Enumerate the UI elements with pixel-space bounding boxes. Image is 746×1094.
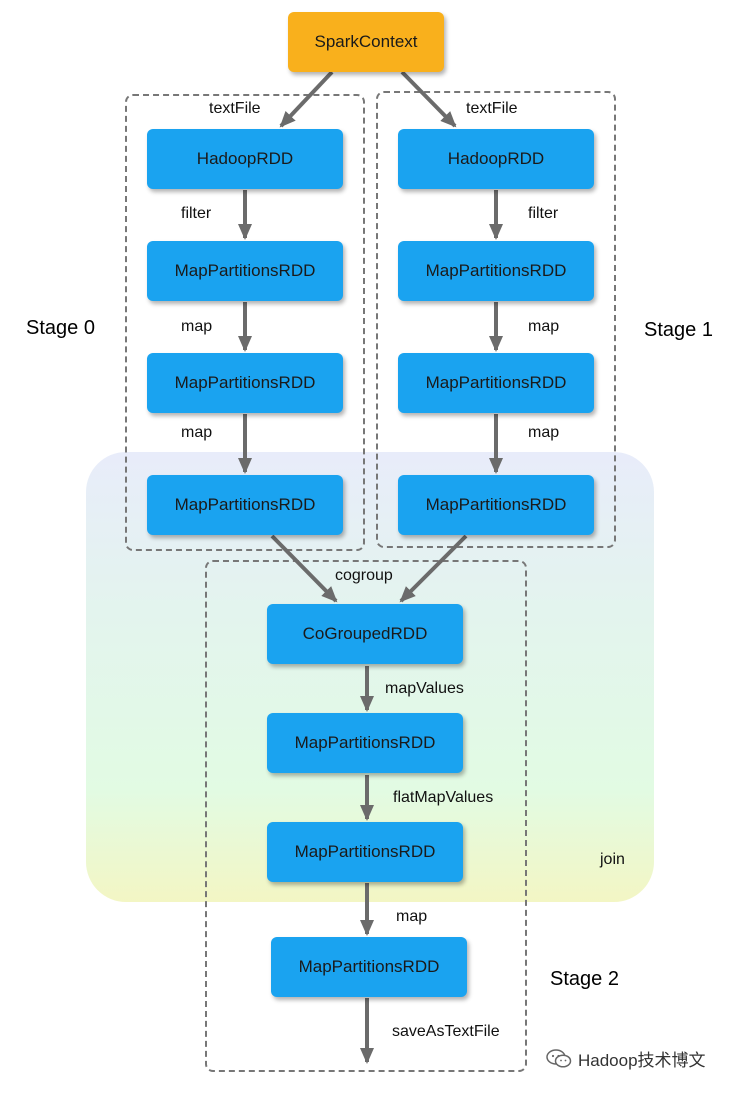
edge-label-s0-map-1: map <box>181 318 213 335</box>
stage1-node-1: HadoopRDD <box>398 129 594 189</box>
stage0-node-3: MapPartitionsRDD <box>147 353 343 413</box>
stage-0-label: Stage 0 <box>26 317 95 339</box>
stage0-node-1: HadoopRDD <box>147 129 343 189</box>
edge-label-textfile-right: textFile <box>466 100 518 117</box>
join-label: join <box>600 851 625 868</box>
stage-2-boundary <box>205 560 527 1072</box>
edge-label-s0-map-2: map <box>181 424 213 441</box>
edge-label-s0-filter: filter <box>181 205 212 222</box>
stage-1-label: Stage 1 <box>644 319 713 341</box>
edge-label-saveastextfile: saveAsTextFile <box>392 1023 500 1040</box>
edge-label-mapvalues: mapValues <box>385 680 464 697</box>
stage1-node-4: MapPartitionsRDD <box>398 475 594 535</box>
stage0-node-4: MapPartitionsRDD <box>147 475 343 535</box>
watermark: Hadoop技术博文 <box>546 1046 706 1071</box>
edge-label-s1-map-2: map <box>528 424 560 441</box>
edge-label-flatmapvalues: flatMapValues <box>393 789 494 806</box>
stage2-node-2: MapPartitionsRDD <box>267 713 463 773</box>
stage2-node-3: MapPartitionsRDD <box>267 822 463 882</box>
stage2-node-4: MapPartitionsRDD <box>271 937 467 997</box>
edge-cogroup-right <box>399 534 468 603</box>
stage1-node-3: MapPartitionsRDD <box>398 353 594 413</box>
edge-cogroup-left <box>270 534 338 603</box>
edge-label-s1-map-1: map <box>528 318 560 335</box>
stage0-node-2: MapPartitionsRDD <box>147 241 343 301</box>
edge-label-s1-filter: filter <box>528 205 559 222</box>
watermark-text: Hadoop技术博文 <box>578 1051 706 1070</box>
edge-label-textfile-left: textFile <box>209 100 261 117</box>
spark-context-node: SparkContext <box>288 12 444 72</box>
wechat-icon <box>546 1048 572 1069</box>
edge-root-to-stage1 <box>400 70 457 128</box>
stage-1-boundary <box>376 91 616 548</box>
stage1-node-2: MapPartitionsRDD <box>398 241 594 301</box>
stage-0-boundary <box>125 94 365 551</box>
edge-label-s2-map: map <box>396 908 428 925</box>
stage2-node-1: CoGroupedRDD <box>267 604 463 664</box>
edge-label-cogroup: cogroup <box>335 567 393 584</box>
stage-2-label: Stage 2 <box>550 968 619 990</box>
edge-root-to-stage0 <box>279 70 334 128</box>
